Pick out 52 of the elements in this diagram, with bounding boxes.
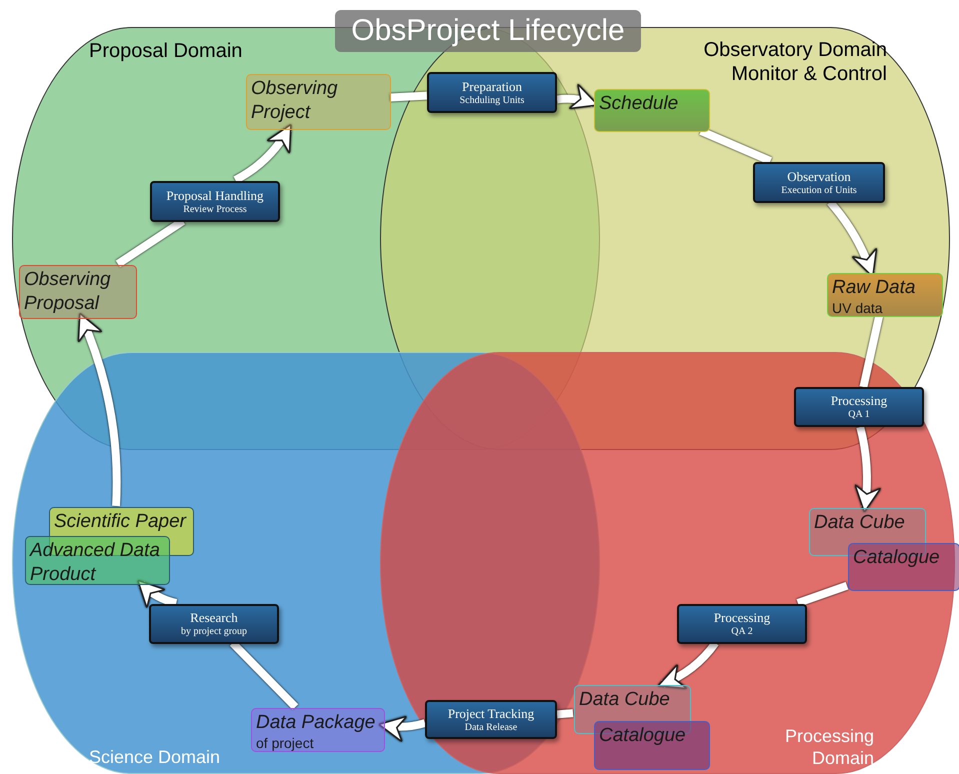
artifact-label: Raw Data: [832, 276, 916, 300]
artifact-note: UV data: [832, 300, 883, 316]
process-title: Project Tracking: [448, 706, 534, 720]
process-title: Processing: [830, 393, 888, 408]
artifact-label: Observing Proposal: [24, 268, 112, 316]
process-title: Preparation: [462, 78, 522, 94]
flow-arrow: [136, 580, 178, 609]
artifact-label: Catalogue: [599, 724, 686, 748]
process-subtitle: Data Release: [464, 721, 518, 734]
process-title: Proposal Handling: [166, 188, 264, 202]
artifact-label: Schedule: [599, 92, 678, 116]
process-box: [753, 162, 885, 203]
flow-arrow: [77, 312, 121, 506]
domain-label: Observatory Domain Monitor & Control: [702, 38, 887, 86]
flow-arrow: [378, 715, 426, 742]
domain-label: Processing Domain: [784, 725, 874, 769]
artifact-box: [19, 265, 137, 319]
domain-label: Proposal Domain: [89, 39, 242, 64]
process-subtitle: QA 1: [848, 408, 870, 421]
process-subtitle: Schduling Units: [460, 94, 524, 106]
process-subtitle: by project group: [180, 625, 248, 638]
process-box: [794, 387, 924, 427]
artifact-box: [246, 74, 391, 130]
title-banner: ObsProject Lifecycle: [335, 10, 641, 52]
flow-arrow: [854, 426, 882, 513]
flow-arrow: [233, 124, 292, 184]
process-subtitle: Review Process: [183, 203, 247, 216]
process-title: Observation: [787, 168, 851, 184]
process-title: Research: [190, 610, 238, 625]
process-subtitle: Execution of Units: [781, 184, 857, 196]
artifact-box: [251, 708, 385, 752]
process-subtitle: QA 2: [731, 625, 753, 638]
artifact-box: [25, 536, 170, 585]
artifact-box: [594, 89, 710, 132]
process-box: [427, 72, 557, 113]
artifact-box: [827, 273, 943, 317]
artifact-label: Observing Project: [251, 77, 339, 125]
domain-label: Science Domain: [89, 746, 220, 769]
process-box: [149, 604, 279, 644]
process-box: [150, 181, 280, 222]
process-box: [425, 700, 557, 739]
artifact-note: of project: [256, 735, 314, 751]
process-box: [677, 604, 807, 644]
artifact-label: Advanced Data Product: [30, 539, 161, 587]
process-title: Processing: [714, 610, 770, 625]
artifact-label: Data Cube: [579, 688, 670, 712]
artifact-box: [848, 543, 959, 591]
artifact-label: Scientific Paper: [54, 510, 186, 534]
artifact-label: Data Cube: [814, 511, 905, 535]
artifact-label: Catalogue: [853, 546, 940, 570]
artifact-box: [594, 721, 710, 770]
artifact-label: Data Package: [256, 711, 376, 735]
